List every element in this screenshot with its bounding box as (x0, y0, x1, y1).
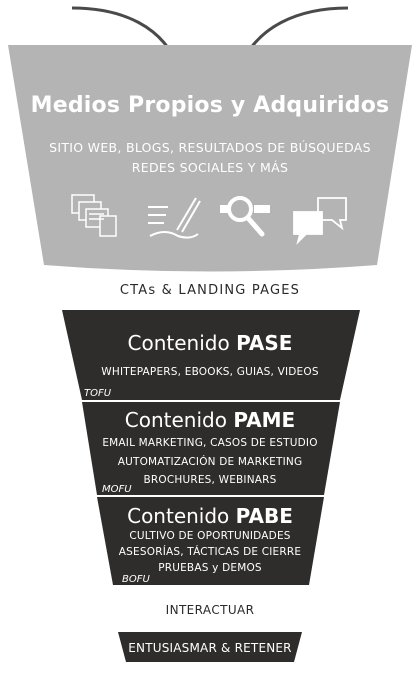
mofu-section (82, 402, 340, 495)
stage-title-bold: PAME (233, 408, 296, 432)
stage-title-bold: PASE (236, 331, 293, 355)
top-funnel-section (8, 45, 412, 272)
stage-line: WHITEPAPERS, EBOOKS, GUIAS, VIDEOS (101, 366, 319, 378)
stage-title-prefix: Contenido (124, 408, 227, 432)
stage-title-pase: Contenido PASE (0, 331, 420, 355)
stage-tag-tofu: TOFU (84, 388, 112, 399)
ctas-landing-label: CTAs & LANDING PAGES (119, 283, 301, 298)
top-section-subtitle-1: SITIO WEB, BLOGS, RESULTADOS DE BÚSQUEDA… (49, 140, 371, 155)
retain-section (118, 632, 302, 662)
stage-line: BROCHURES, WEBINARS (143, 474, 277, 486)
stage-title-pame: Contenido PAME (0, 408, 420, 432)
search-magnifier-icon (220, 196, 270, 237)
stage-title-bold: PABE (235, 504, 293, 528)
stage-line: AUTOMATIZACIÓN DE MARKETING (117, 456, 303, 468)
stage-title-pabe: Contenido PABE (0, 504, 420, 528)
stage-tag-mofu: MOFU (102, 484, 132, 495)
blog-writing-icon (148, 197, 201, 239)
top-section-subtitle-2: REDES SOCIALES Y MÁS (131, 160, 289, 175)
stage-line: PRUEBAS y DEMOS (158, 562, 262, 574)
interact-label: INTERACTUAR (165, 603, 255, 617)
stage-title-prefix: Contenido (127, 504, 230, 528)
stage-line: ASESORÍAS, TÁCTICAS DE CIERRE (118, 546, 302, 558)
stage-tag-bofu: BOFU (122, 574, 150, 585)
top-section-title: Medios Propios y Adquiridos (30, 93, 390, 118)
stage-line: CULTIVO DE OPORTUNIDADES (129, 530, 291, 542)
tofu-section (62, 310, 360, 400)
web-pages-icon (71, 194, 117, 237)
stage-line: EMAIL MARKETING, CASOS DE ESTUDIO (102, 437, 318, 449)
stage-title-prefix: Contenido (127, 331, 230, 355)
bofu-section (97, 497, 324, 585)
social-chat-icon (293, 197, 347, 245)
retain-label: ENTUSIASMAR & RETENER (128, 641, 292, 655)
